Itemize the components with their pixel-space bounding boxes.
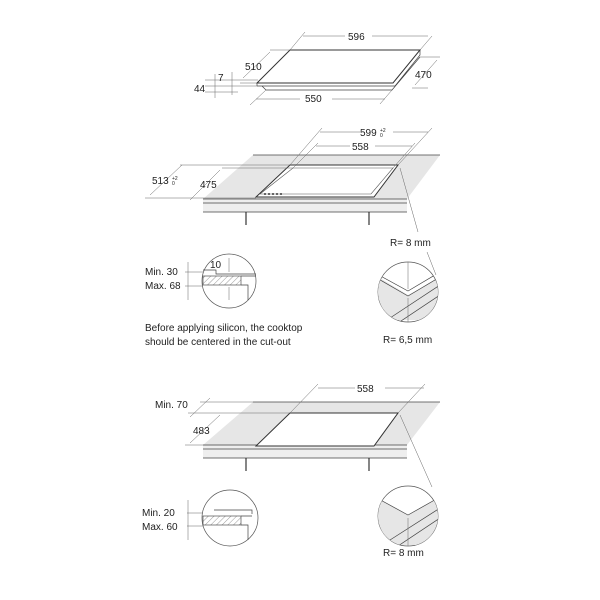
dim-inner-depth: 475 — [200, 180, 217, 191]
cutout-depth-tolerance-low: 0 — [172, 181, 175, 187]
cutout-width-tolerance-low: 0 — [380, 133, 383, 139]
note-line1: Before applying silicon, the cooktop — [145, 323, 303, 334]
dim-cutout-width: 558 — [357, 384, 374, 395]
worktop-min: Min. 20 — [142, 508, 175, 519]
cutout-width-tolerance: +2 — [380, 128, 386, 134]
cutout-depth-tolerance: +2 — [172, 176, 178, 182]
worktop-thickness-detail — [187, 489, 259, 547]
dim-hob-width: 596 — [348, 32, 365, 43]
dim-inner-width: 558 — [352, 142, 369, 153]
dim-cutout-width: 599 — [360, 128, 377, 139]
worktop-max: Max. 68 — [145, 281, 181, 292]
worktop-min: Min. 30 — [145, 267, 178, 278]
dim-hob-bottom-width: 550 — [305, 94, 322, 105]
hob-glass-top — [255, 49, 422, 84]
front-distance: Min. 70 — [155, 400, 188, 411]
dim-hob-height: 44 — [194, 84, 206, 95]
corner-radius-inner: R= 6,5 mm — [383, 335, 432, 346]
hob-dimension-drawing: 596 510 470 550 44 7 — [194, 31, 440, 106]
worktop-max: Max. 60 — [142, 522, 178, 533]
dim-cutout-depth: 513 — [152, 176, 169, 187]
corner-radius-detail — [377, 251, 439, 323]
corner-radius-detail — [377, 485, 439, 547]
dim-hob-depth-right: 470 — [415, 70, 432, 81]
corner-radius: R= 8 mm — [383, 548, 424, 559]
corner-radius-outer: R= 8 mm — [390, 238, 431, 249]
cutout — [254, 164, 399, 198]
standard-installation-drawing: 558 Min. 70 483 Min. 20 Max. 60 R= 8 mm — [142, 383, 440, 559]
dim-glass-height: 7 — [218, 73, 224, 84]
detail-step: 10 — [210, 260, 222, 271]
worktop-thickness-detail: 10 — [185, 253, 257, 309]
note-line2: should be centered in the cut-out — [145, 337, 291, 348]
dim-cutout-depth: 483 — [193, 426, 210, 437]
flush-installation-drawing: 599 +2 0 558 513 +2 0 475 R= 8 mm 10 Min… — [145, 127, 440, 348]
cutout — [254, 412, 399, 447]
dim-hob-depth: 510 — [245, 62, 262, 73]
